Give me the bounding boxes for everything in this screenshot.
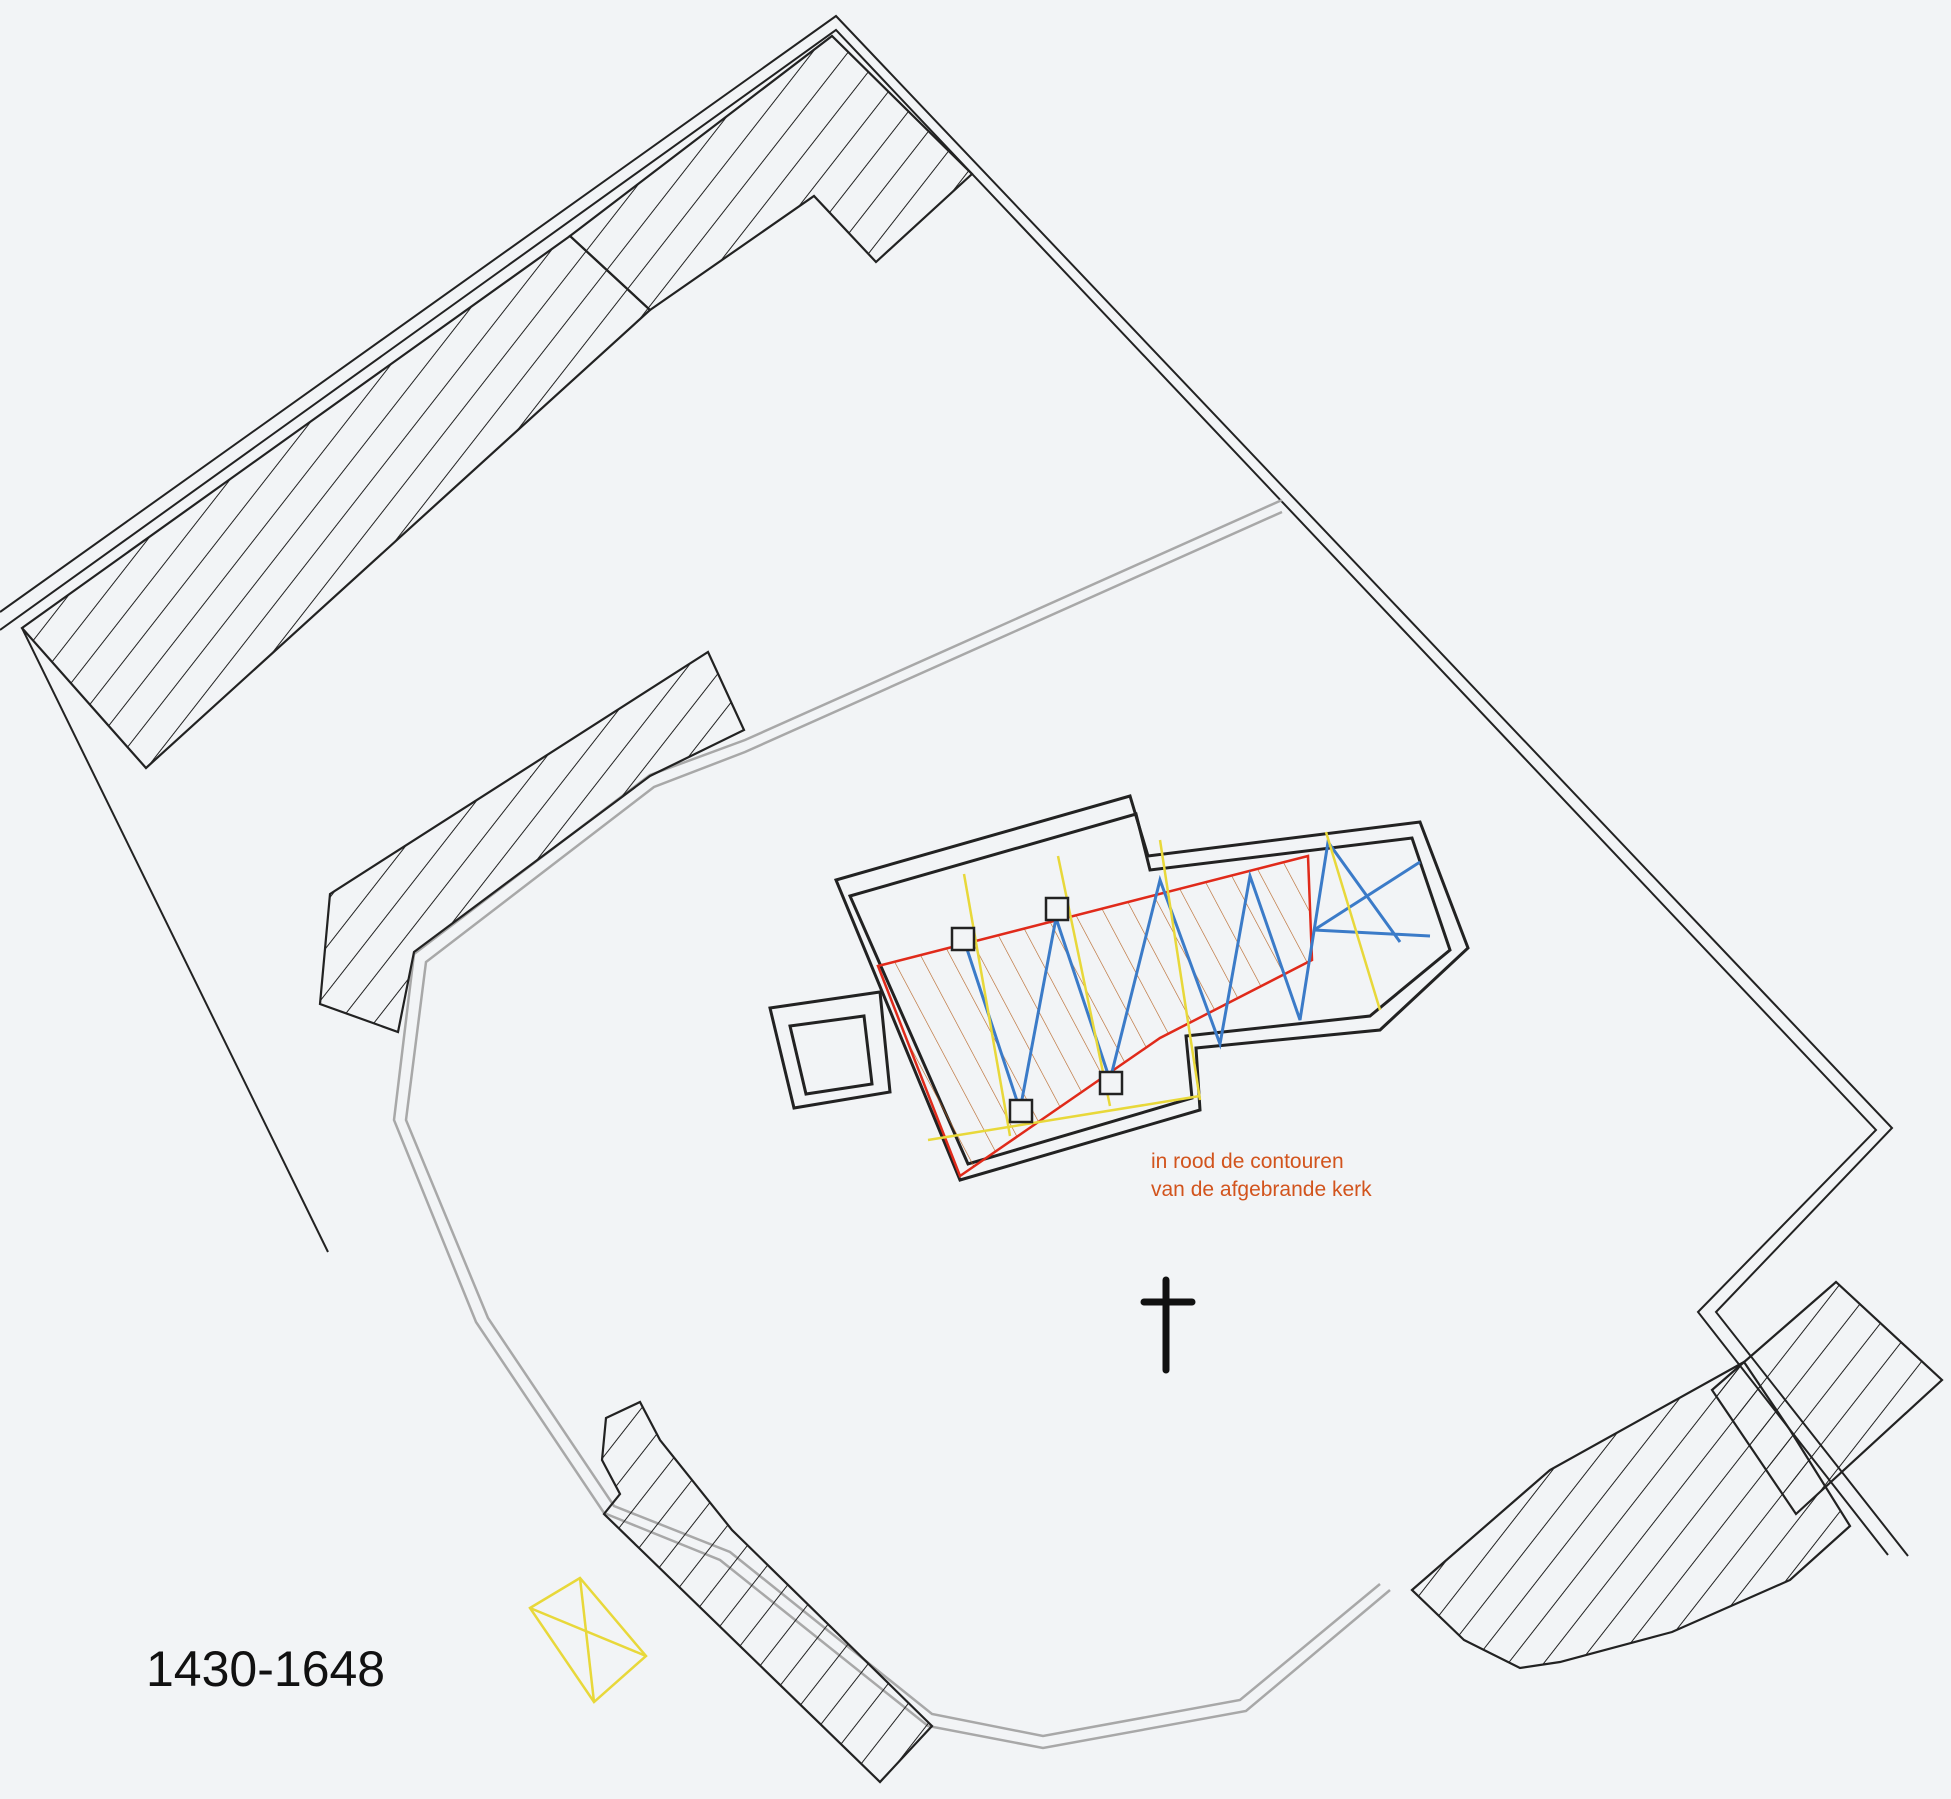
old-church-outline — [876, 854, 1314, 1178]
pillars — [950, 896, 1124, 1124]
west-tower-inner — [788, 1014, 874, 1096]
legend-line-1: in rood de contouren — [1151, 1150, 1344, 1173]
church-walls — [768, 794, 1470, 1182]
west-tower — [768, 990, 892, 1110]
property-boundary — [0, 14, 1909, 1557]
legend-line-2: van de afgebrande kerk — [1151, 1178, 1372, 1201]
building-east-block — [1710, 1280, 1944, 1516]
building-north-corner — [568, 34, 974, 312]
building-south-east — [1410, 1360, 1852, 1670]
square-x-icon — [528, 1576, 648, 1704]
building-west-curve — [318, 650, 746, 1034]
surrounding-buildings — [20, 34, 1944, 1784]
building-north-long — [20, 234, 652, 770]
building-south-west — [600, 1400, 934, 1784]
latin-cross-icon — [1140, 1276, 1196, 1374]
period-label: 1430-1648 — [146, 1641, 386, 1697]
churchyard-wall — [392, 498, 1391, 1750]
vault-ribs — [962, 838, 1431, 1111]
